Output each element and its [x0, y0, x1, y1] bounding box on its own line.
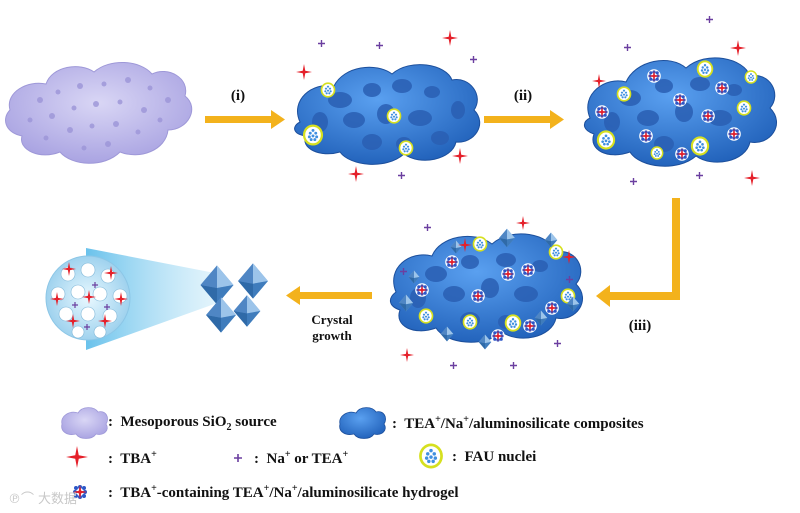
legend-fau-label: : FAU nuclei — [452, 449, 537, 465]
arrow-step-iii — [596, 198, 680, 307]
legend-composite-icon — [339, 407, 386, 439]
arrow-step-i — [205, 110, 285, 129]
zoomed-crystal-structure — [45, 248, 220, 350]
watermark-icon: ℗⌒ — [8, 492, 34, 507]
legend-tba-label: : TBA+ — [108, 449, 157, 467]
legend-na-icon — [234, 454, 242, 462]
composite-cloud-stage2 — [584, 57, 777, 167]
step-label-ii: (ii) — [514, 88, 532, 104]
arrow-crystal-growth — [286, 286, 372, 305]
composite-cloud-stage3 — [390, 228, 583, 350]
mesoporous-silica-cloud — [5, 61, 193, 164]
step-label-iii: (iii) — [629, 318, 652, 334]
legend-icons — [61, 407, 443, 501]
legend-tba-icon — [66, 446, 88, 468]
composite-cloud-stage1 — [294, 64, 481, 165]
crystal-growth-label-line2: growth — [312, 328, 352, 343]
legend-na-label: : Na+ or TEA+ — [254, 449, 349, 467]
crystal-growth-label-line1: Crystal — [311, 312, 353, 327]
watermark-text: 大数据 — [38, 492, 77, 507]
legend-hydrogel-label: : TBA+-containing TEA+/Na+/aluminosilica… — [108, 483, 459, 501]
legend-composites-label: : TEA+/Na+/aluminosilicate composites — [392, 414, 644, 432]
arrow-step-ii — [484, 110, 564, 129]
legend-mesoporous-label: : Mesoporous SiO2 source — [108, 414, 277, 433]
legend-silica-icon — [61, 407, 108, 439]
step-label-i: (i) — [231, 88, 245, 104]
legend-fau-icon — [419, 443, 443, 469]
